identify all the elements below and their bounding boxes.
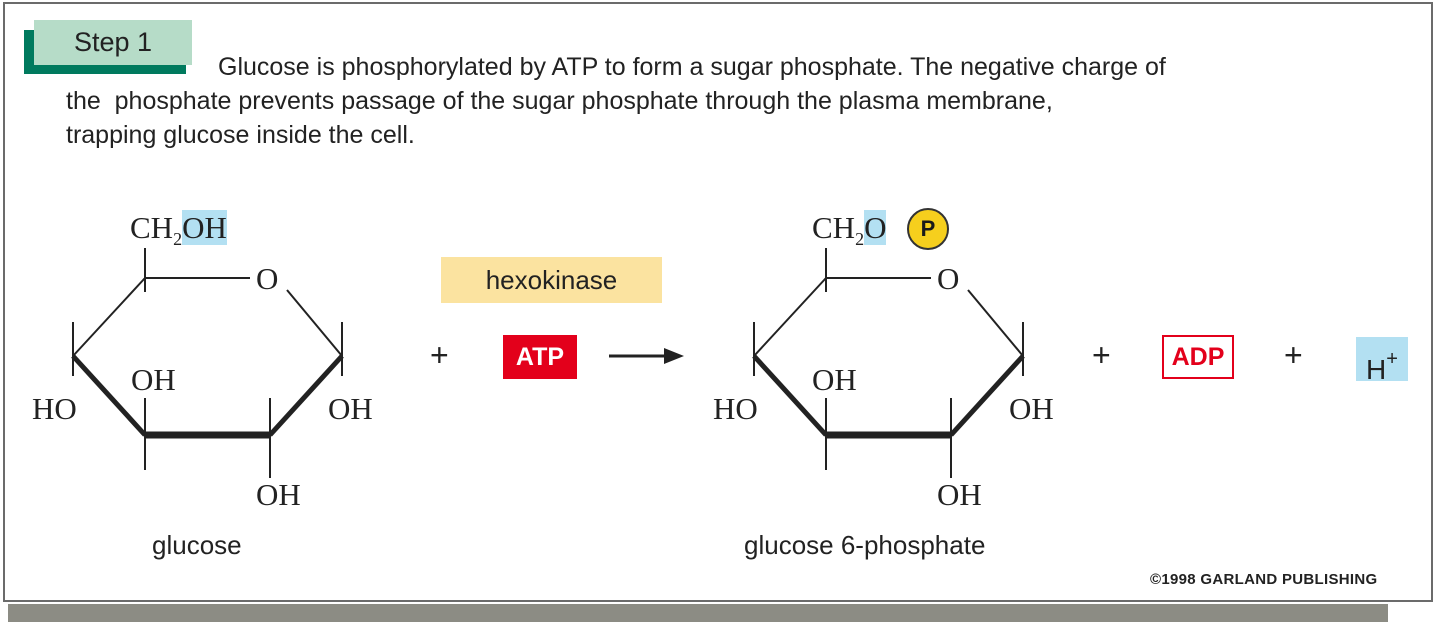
product-ring-oxygen: O bbox=[937, 261, 960, 296]
plus-sign-2: + bbox=[1092, 337, 1111, 373]
product-o-highlight: O bbox=[864, 210, 887, 245]
product-oh-bottom: OH bbox=[937, 477, 982, 512]
description-line-3: trapping glucose inside the cell. bbox=[66, 121, 415, 149]
product-ch2-group: CH2O bbox=[812, 210, 887, 249]
atp-box: ATP bbox=[503, 335, 577, 379]
glucose-ring-oxygen: O bbox=[256, 261, 279, 296]
glucose-6-phosphate-ring bbox=[752, 248, 1025, 478]
step-label: Step 1 bbox=[34, 20, 192, 65]
panel-shadow bbox=[8, 604, 1388, 622]
glucose-ring bbox=[71, 248, 344, 478]
product-ho-left: HO bbox=[713, 391, 758, 426]
copyright-notice: ©1998 GARLAND PUBLISHING bbox=[1150, 571, 1378, 588]
adp-box: ADP bbox=[1162, 335, 1234, 379]
plus-sign-1: + bbox=[430, 337, 449, 373]
right-arrow-icon bbox=[609, 348, 684, 364]
plus-sign-3: + bbox=[1284, 337, 1303, 373]
glucose-ch2-group: CH2OH bbox=[130, 210, 227, 249]
glucose-ho-left: HO bbox=[32, 391, 77, 426]
description-text: Glucose is phosphorylated by ATP to form… bbox=[66, 50, 1406, 152]
glucose-oh-mid: OH bbox=[131, 362, 176, 397]
description-line-2: the phosphate prevents passage of the su… bbox=[66, 87, 1053, 115]
glucose-name: glucose bbox=[152, 530, 242, 560]
figure-panel bbox=[3, 2, 1433, 602]
product-name: glucose 6-phosphate bbox=[744, 530, 986, 560]
hydrogen-ion: H+ bbox=[1356, 337, 1408, 385]
description-line-1: Glucose is phosphorylated by ATP to form… bbox=[218, 53, 1166, 81]
glucose-oh-right: OH bbox=[328, 391, 373, 426]
glucose-oh-bottom: OH bbox=[256, 477, 301, 512]
product-oh-right: OH bbox=[1009, 391, 1054, 426]
enzyme-label: hexokinase bbox=[441, 257, 662, 303]
glucose-oh-highlight: OH bbox=[182, 210, 227, 245]
product-oh-mid: OH bbox=[812, 362, 857, 397]
phosphate-icon: P bbox=[907, 208, 949, 250]
